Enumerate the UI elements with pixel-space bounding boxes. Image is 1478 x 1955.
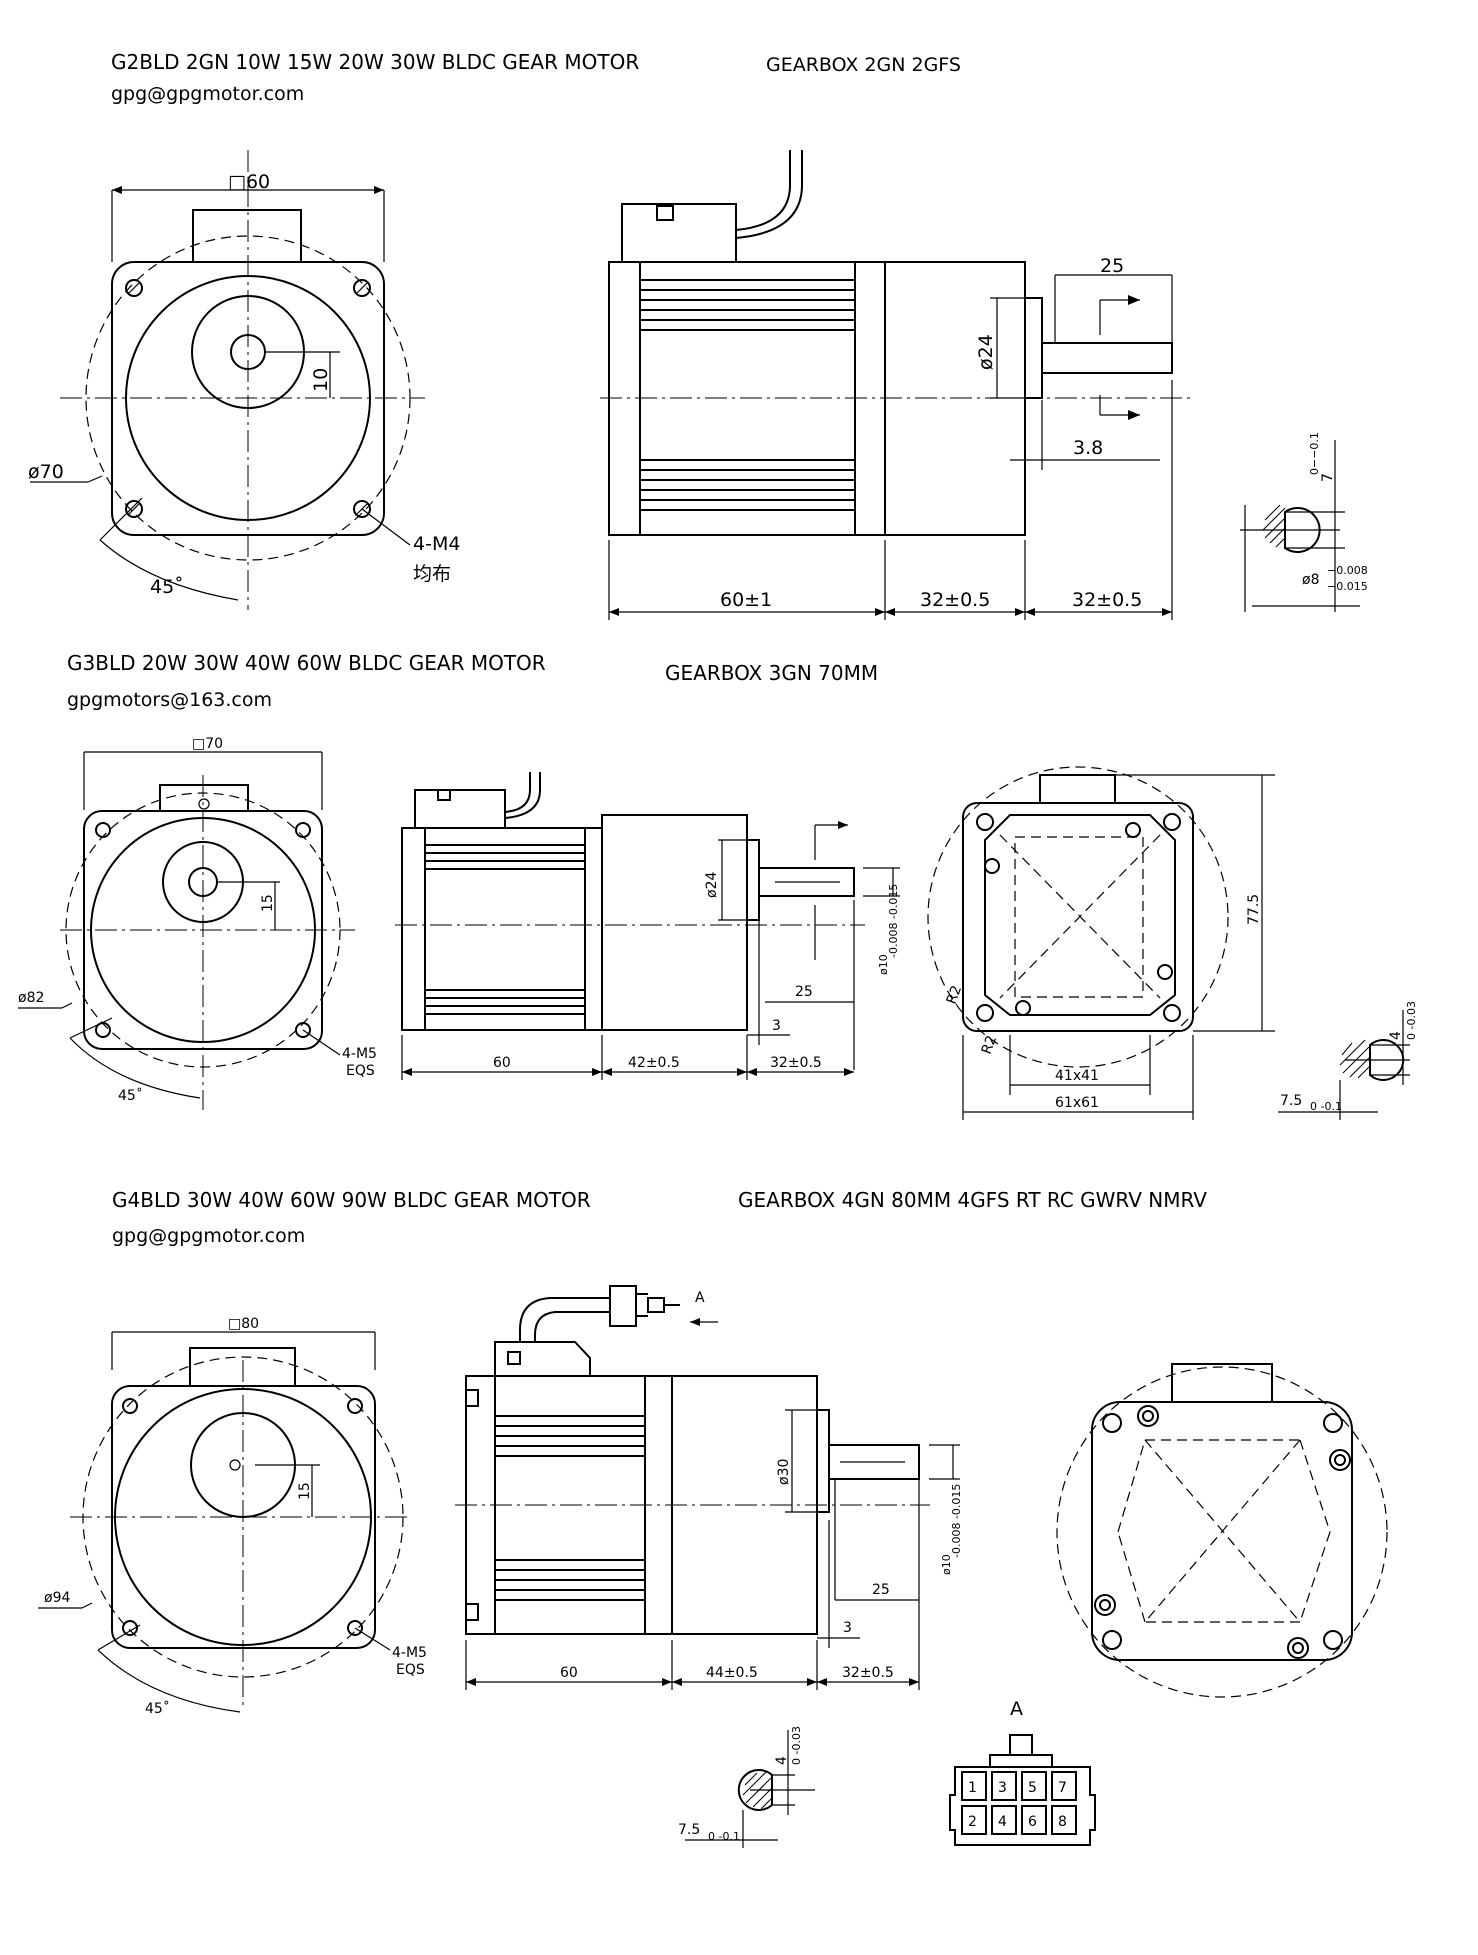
g3-gearbox-holes — [976, 813, 1181, 1022]
pin-5: 5 — [1028, 1780, 1037, 1796]
g4-key-height-tol: 0 -0.1 — [708, 1830, 740, 1843]
g2-holes: 4-M4 — [413, 533, 460, 555]
g3-key-gap: 3 — [772, 1018, 781, 1034]
connector-pins: 1 3 5 7 2 4 6 8 — [961, 1771, 1077, 1835]
g2-motor-len: 60±1 — [720, 589, 772, 611]
g4-motor-len: 60 — [560, 1665, 578, 1681]
g2-angle: 45˚ — [150, 576, 184, 598]
g3-email: gpgmotors@163.com — [67, 689, 272, 711]
g3-holes-note: EQS — [346, 1063, 375, 1079]
g4-pilot: ø30 — [776, 1459, 792, 1485]
g3-gearbox-title: GEARBOX 3GN 70MM — [665, 661, 879, 685]
g3-inner-square: 41x41 — [1055, 1068, 1099, 1084]
g2-shaft-dia: ø8 — [1302, 572, 1319, 588]
pin-6: 6 — [1028, 1814, 1037, 1830]
g4-square-dim: □80 — [228, 1316, 259, 1332]
g4-angle: 45˚ — [145, 1700, 170, 1717]
g3-height: 77.5 — [1246, 894, 1262, 925]
g2-title: G2BLD 2GN 10W 15W 20W 30W BLDC GEAR MOTO… — [111, 50, 640, 74]
g4-title: G4BLD 30W 40W 60W 90W BLDC GEAR MOTOR — [112, 1188, 591, 1212]
pin-8: 8 — [1058, 1814, 1067, 1830]
g3-holes: 4-M5 — [342, 1046, 377, 1062]
g2-shaft-section: 7 0−−0.1 ø8 −0.008 −0.015 — [1240, 432, 1368, 612]
g3-key-height: 7.5 — [1280, 1093, 1302, 1109]
g3-shaft-offset: 15 — [260, 894, 276, 912]
g4-gearbox-holes — [1094, 1405, 1351, 1659]
g3-key-section: 4 0 -0.03 7.5 0 -0.1 — [1278, 1001, 1418, 1120]
g2-square-dim: □60 — [228, 171, 270, 193]
g2-key-height-tol: 0−−0.1 — [1308, 432, 1321, 475]
g2-pcd: ø70 — [28, 461, 64, 483]
g4-key-gap: 3 — [843, 1620, 852, 1636]
g4-key-section: 4 0 -0.03 7.5 0 -0.1 — [678, 1726, 815, 1848]
g2-pilot: ø24 — [975, 334, 997, 370]
g4-gear-len: 44±0.5 — [706, 1665, 758, 1681]
g4-shaft-offset: 15 — [297, 1482, 313, 1500]
pin-4: 4 — [998, 1814, 1007, 1830]
g3-pilot: ø24 — [704, 872, 720, 898]
pin-1: 1 — [968, 1780, 977, 1796]
g3-radius-2: R2 — [979, 1033, 1000, 1056]
g4-pcd: ø94 — [44, 1590, 70, 1606]
g4-holes-note: EQS — [396, 1662, 425, 1678]
g2-side-view: 25 ø24 3.8 60±1 32±0.5 32±0.5 — [600, 150, 1190, 620]
g4-key-width: 4 — [774, 1756, 790, 1765]
g4-front-view: □80 15 ø94 45˚ 4-M5 EQS — [38, 1316, 427, 1717]
g4-key-width-tol: 0 -0.03 — [790, 1726, 803, 1765]
g3-key-width-tol: 0 -0.03 — [1405, 1001, 1418, 1040]
g4-holes: 4-M5 — [392, 1645, 427, 1661]
g3-mount-holes — [95, 822, 311, 1038]
g3-gearbox-face: 77.5 R2 R2 41x41 61x61 — [927, 766, 1275, 1120]
g3-radius-1: R2 — [944, 983, 965, 1006]
g3-key-width: 4 — [1388, 1031, 1404, 1040]
g2-shaft-dia-tol-upper: −0.008 — [1327, 564, 1368, 577]
g4-gearbox-face — [1056, 1363, 1388, 1698]
g3-shaft-dia-tol: -0.008 -0.015 — [887, 884, 900, 958]
g2-out-len: 32±0.5 — [1072, 589, 1142, 611]
pin-3: 3 — [998, 1780, 1007, 1796]
g3-shaft-len: 25 — [795, 984, 813, 1000]
g3-shaft-dia: ø10 — [877, 954, 890, 975]
g2-shaft-len: 25 — [1100, 255, 1124, 277]
g3-outer-square: 61x61 — [1055, 1095, 1099, 1111]
g2-shaft-offset: 10 — [310, 368, 332, 392]
pin-7: 7 — [1058, 1780, 1067, 1796]
g2-shaft-dia-tol-lower: −0.015 — [1327, 580, 1368, 593]
g2-key-height: 7 — [1320, 473, 1336, 482]
g4-gearbox-title: GEARBOX 4GN 80MM 4GFS RT RC GWRV NMRV — [738, 1188, 1207, 1212]
g3-motor-len: 60 — [493, 1055, 511, 1071]
g3-front-view: □70 15 ø82 45˚ 4-M5 EQS — [18, 736, 377, 1110]
g4-shaft-dia: ø10 — [940, 1554, 953, 1575]
g4-view-mark: A — [695, 1290, 705, 1306]
g4-shaft-dia-tol: -0.008 -0.015 — [950, 1484, 963, 1558]
g3-title: G3BLD 20W 30W 40W 60W BLDC GEAR MOTOR — [67, 651, 546, 675]
g2-holes-note: 均布 — [413, 563, 451, 585]
g2-gear-len: 32±0.5 — [920, 589, 990, 611]
g2-email: gpg@gpgmotor.com — [111, 83, 305, 105]
g3-angle: 45˚ — [118, 1087, 143, 1104]
g4-email: gpg@gpgmotor.com — [112, 1225, 306, 1247]
g2-gearbox-title: GEARBOX 2GN 2GFS — [766, 54, 961, 76]
g4-connector-view: A 1 3 5 7 2 4 6 8 — [949, 1698, 1096, 1846]
g3-out-len: 32±0.5 — [770, 1055, 822, 1071]
g3-gear-len: 42±0.5 — [628, 1055, 680, 1071]
g4-side-view: A ø30 ø10 -0.008 -0.015 — [455, 1285, 963, 1690]
g3-pcd: ø82 — [18, 990, 44, 1006]
g3-key-height-tol: 0 -0.1 — [1310, 1100, 1342, 1113]
g2-key-gap: 3.8 — [1073, 437, 1103, 459]
g3-side-view: ø24 ø10 -0.008 -0.015 25 3 60 42±0.5 32±… — [395, 772, 900, 1080]
g4-mount-holes — [122, 1398, 363, 1636]
g4-key-height: 7.5 — [678, 1822, 700, 1838]
g3-square-dim: □70 — [192, 736, 223, 752]
g2-front-view: □60 10 ø70 45˚ 4-M4 均布 — [28, 150, 460, 610]
g4-out-len: 32±0.5 — [842, 1665, 894, 1681]
g4-connector-label: A — [1010, 1698, 1023, 1720]
g4-shaft-len: 25 — [872, 1582, 890, 1598]
pin-2: 2 — [968, 1814, 977, 1830]
